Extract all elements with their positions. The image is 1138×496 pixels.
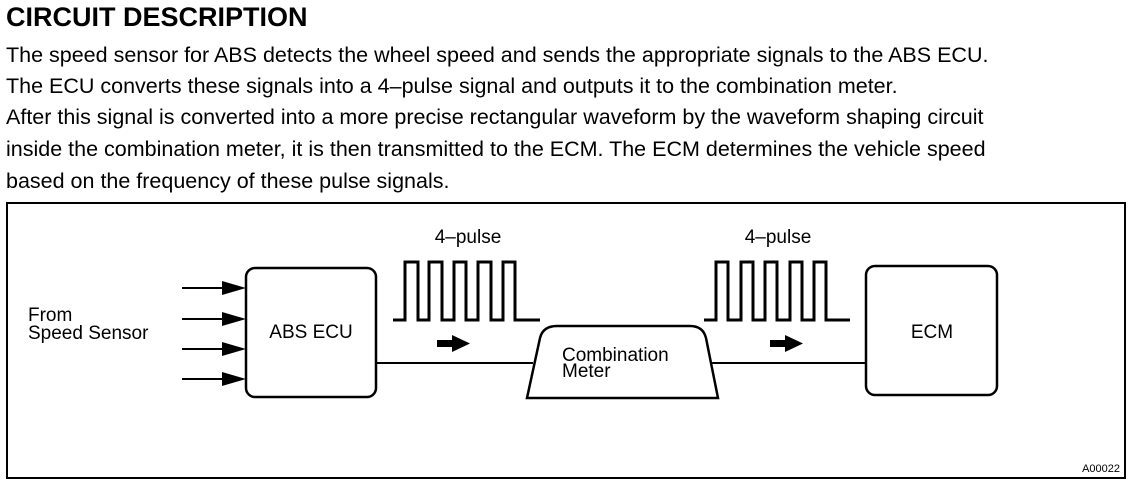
- ecm-box: [864, 264, 999, 397]
- meter-label-combination: Combination: [562, 345, 669, 366]
- ecm-label: ECM: [911, 322, 953, 343]
- pulse-label-1: 4–pulse: [435, 227, 502, 248]
- combination-meter-box: [525, 324, 720, 400]
- description-line-3: After this signal is converted into a mo…: [6, 105, 984, 129]
- description-line-1: The speed sensor for ABS detects the whe…: [6, 43, 989, 67]
- meter-label-meter: Meter: [562, 361, 611, 382]
- flow-arrow-1: [437, 335, 470, 352]
- description-line-2: The ECU converts these signals into a 4–…: [6, 74, 898, 98]
- abs-ecu-label: ABS ECU: [269, 322, 352, 343]
- input-label-speed-sensor: Speed Sensor: [28, 323, 149, 344]
- pulse-waveform-1: [393, 260, 540, 322]
- diagram-frame: [6, 202, 1126, 479]
- description-line-5: based on the frequency of these pulse si…: [6, 169, 450, 193]
- input-arrows: [182, 281, 246, 386]
- pulse-label-2: 4–pulse: [745, 227, 812, 248]
- input-label-from: From: [28, 305, 72, 326]
- abs-ecu-box: [244, 266, 378, 399]
- pulse-waveform-2: [704, 260, 850, 322]
- page-title: CIRCUIT DESCRIPTION: [6, 2, 308, 32]
- figure-code: A00022: [1082, 463, 1120, 475]
- description-line-4: inside the combination meter, it is then…: [6, 137, 986, 161]
- flow-arrow-2: [770, 335, 803, 352]
